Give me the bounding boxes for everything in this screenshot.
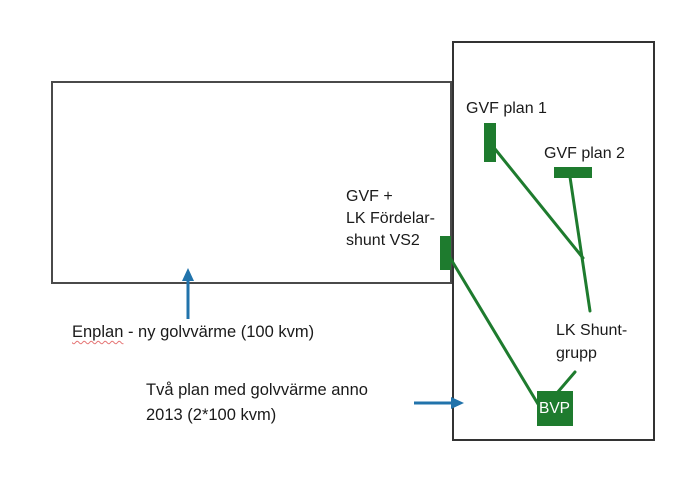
- enplan-rest: - ny golvvärme (100 kvm): [123, 323, 315, 341]
- gvf-plan2-manifold-shape: [554, 167, 592, 178]
- gvf-plan2-label: GVF plan 2: [544, 145, 625, 162]
- shuntgrupp-label: LK Shunt- grupp: [556, 322, 628, 362]
- fordelarshunt-label: GVF + LK Fördelar- shunt VS2: [346, 188, 435, 249]
- enplan-word: Enplan: [72, 323, 124, 341]
- enplan-annotation: Enplan - ny golvvärme (100 kvm): [72, 321, 314, 343]
- bvp-box: BVP: [537, 391, 573, 426]
- vs2-fordelarshunt-shape: [440, 236, 451, 270]
- one-storey-building-outline: [51, 81, 452, 284]
- two-storey-building-outline: [452, 41, 655, 441]
- gvf-plan1-label: GVF plan 1: [466, 100, 547, 117]
- gvf-plan1-manifold-shape: [484, 123, 496, 162]
- tvaplan-annotation: Två plan med golvvärme anno 2013 (2*100 …: [146, 381, 368, 424]
